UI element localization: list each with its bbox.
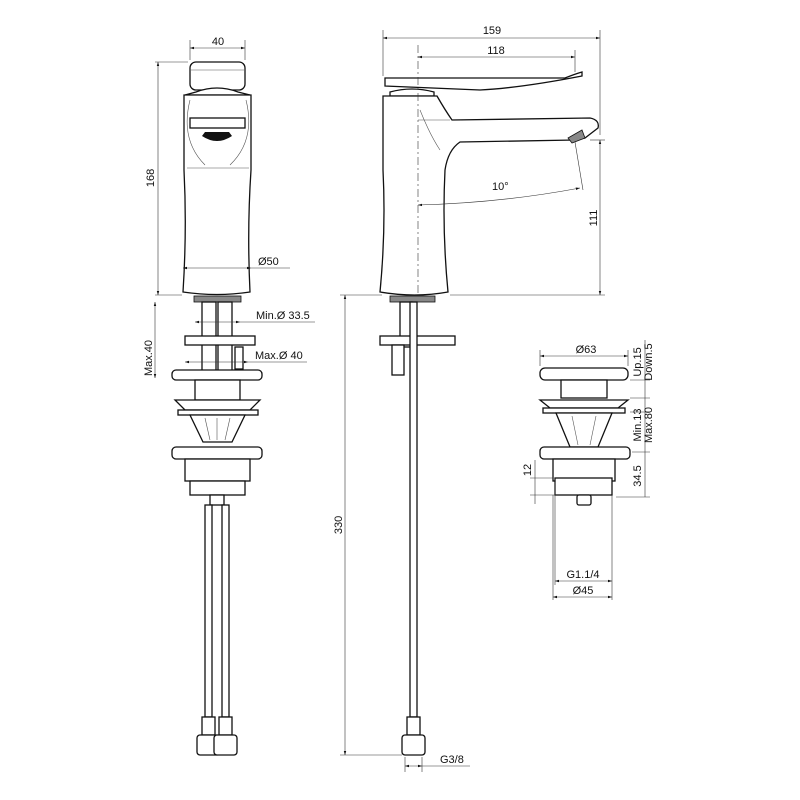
front-shank-plate xyxy=(193,295,242,303)
angle-label: 10° xyxy=(492,181,509,193)
side-lever xyxy=(384,71,583,91)
drain-body-diameter-label: Ø45 xyxy=(573,585,594,597)
side-view: 159 118 10° 111 330 G3/8 xyxy=(333,25,605,772)
body-height-label: 34.5 xyxy=(632,465,644,486)
front-hose-right xyxy=(221,504,230,718)
front-drain-cap xyxy=(171,369,263,381)
front-view: 40 168 Ø50 Min.Ø 33.5 Max.Ø 40 Max.40 xyxy=(143,36,315,756)
min-hole-label: Min.Ø 33.5 xyxy=(256,310,310,322)
front-body xyxy=(182,94,252,296)
thread-label: G1.1/4 xyxy=(566,569,599,581)
front-hose-left xyxy=(204,504,213,718)
max-hole-label: Max.Ø 40 xyxy=(255,350,303,362)
cap-diameter-label: Ø63 xyxy=(576,344,597,356)
lever-length-label: 118 xyxy=(487,45,505,57)
front-handle xyxy=(189,61,246,91)
drain-flange xyxy=(539,446,631,460)
body-diameter-label: Ø50 xyxy=(258,256,279,268)
side-body xyxy=(379,95,599,296)
drain-max-thickness-label: Max.80 xyxy=(643,407,655,443)
min-thickness-label: Min.13 xyxy=(632,408,644,441)
side-hose xyxy=(409,301,418,718)
front-width-label: 40 xyxy=(212,36,224,48)
stroke-down-label: Down.5 xyxy=(643,343,655,380)
front-connector-right xyxy=(213,734,238,756)
spout-height-label: 111 xyxy=(588,210,600,227)
side-connector xyxy=(401,734,426,756)
aerator xyxy=(202,132,232,141)
overall-length-label: 159 xyxy=(483,25,501,37)
max-thickness-label: Max.40 xyxy=(143,340,155,376)
front-height-label: 168 xyxy=(145,169,157,187)
drain-view: Ø63 Up.15 Down.5 Min.13 Max.80 34.5 12 G… xyxy=(522,340,655,600)
connection-label: G3/8 xyxy=(440,754,464,766)
drain-cap xyxy=(539,367,629,381)
front-fixing-plate xyxy=(184,335,256,346)
aerator-ring xyxy=(189,117,246,129)
thread-height-label: 12 xyxy=(522,464,534,476)
spout-aerator xyxy=(567,129,586,144)
hose-length-label: 330 xyxy=(333,516,345,534)
stroke-up-label: Up.15 xyxy=(632,347,644,376)
